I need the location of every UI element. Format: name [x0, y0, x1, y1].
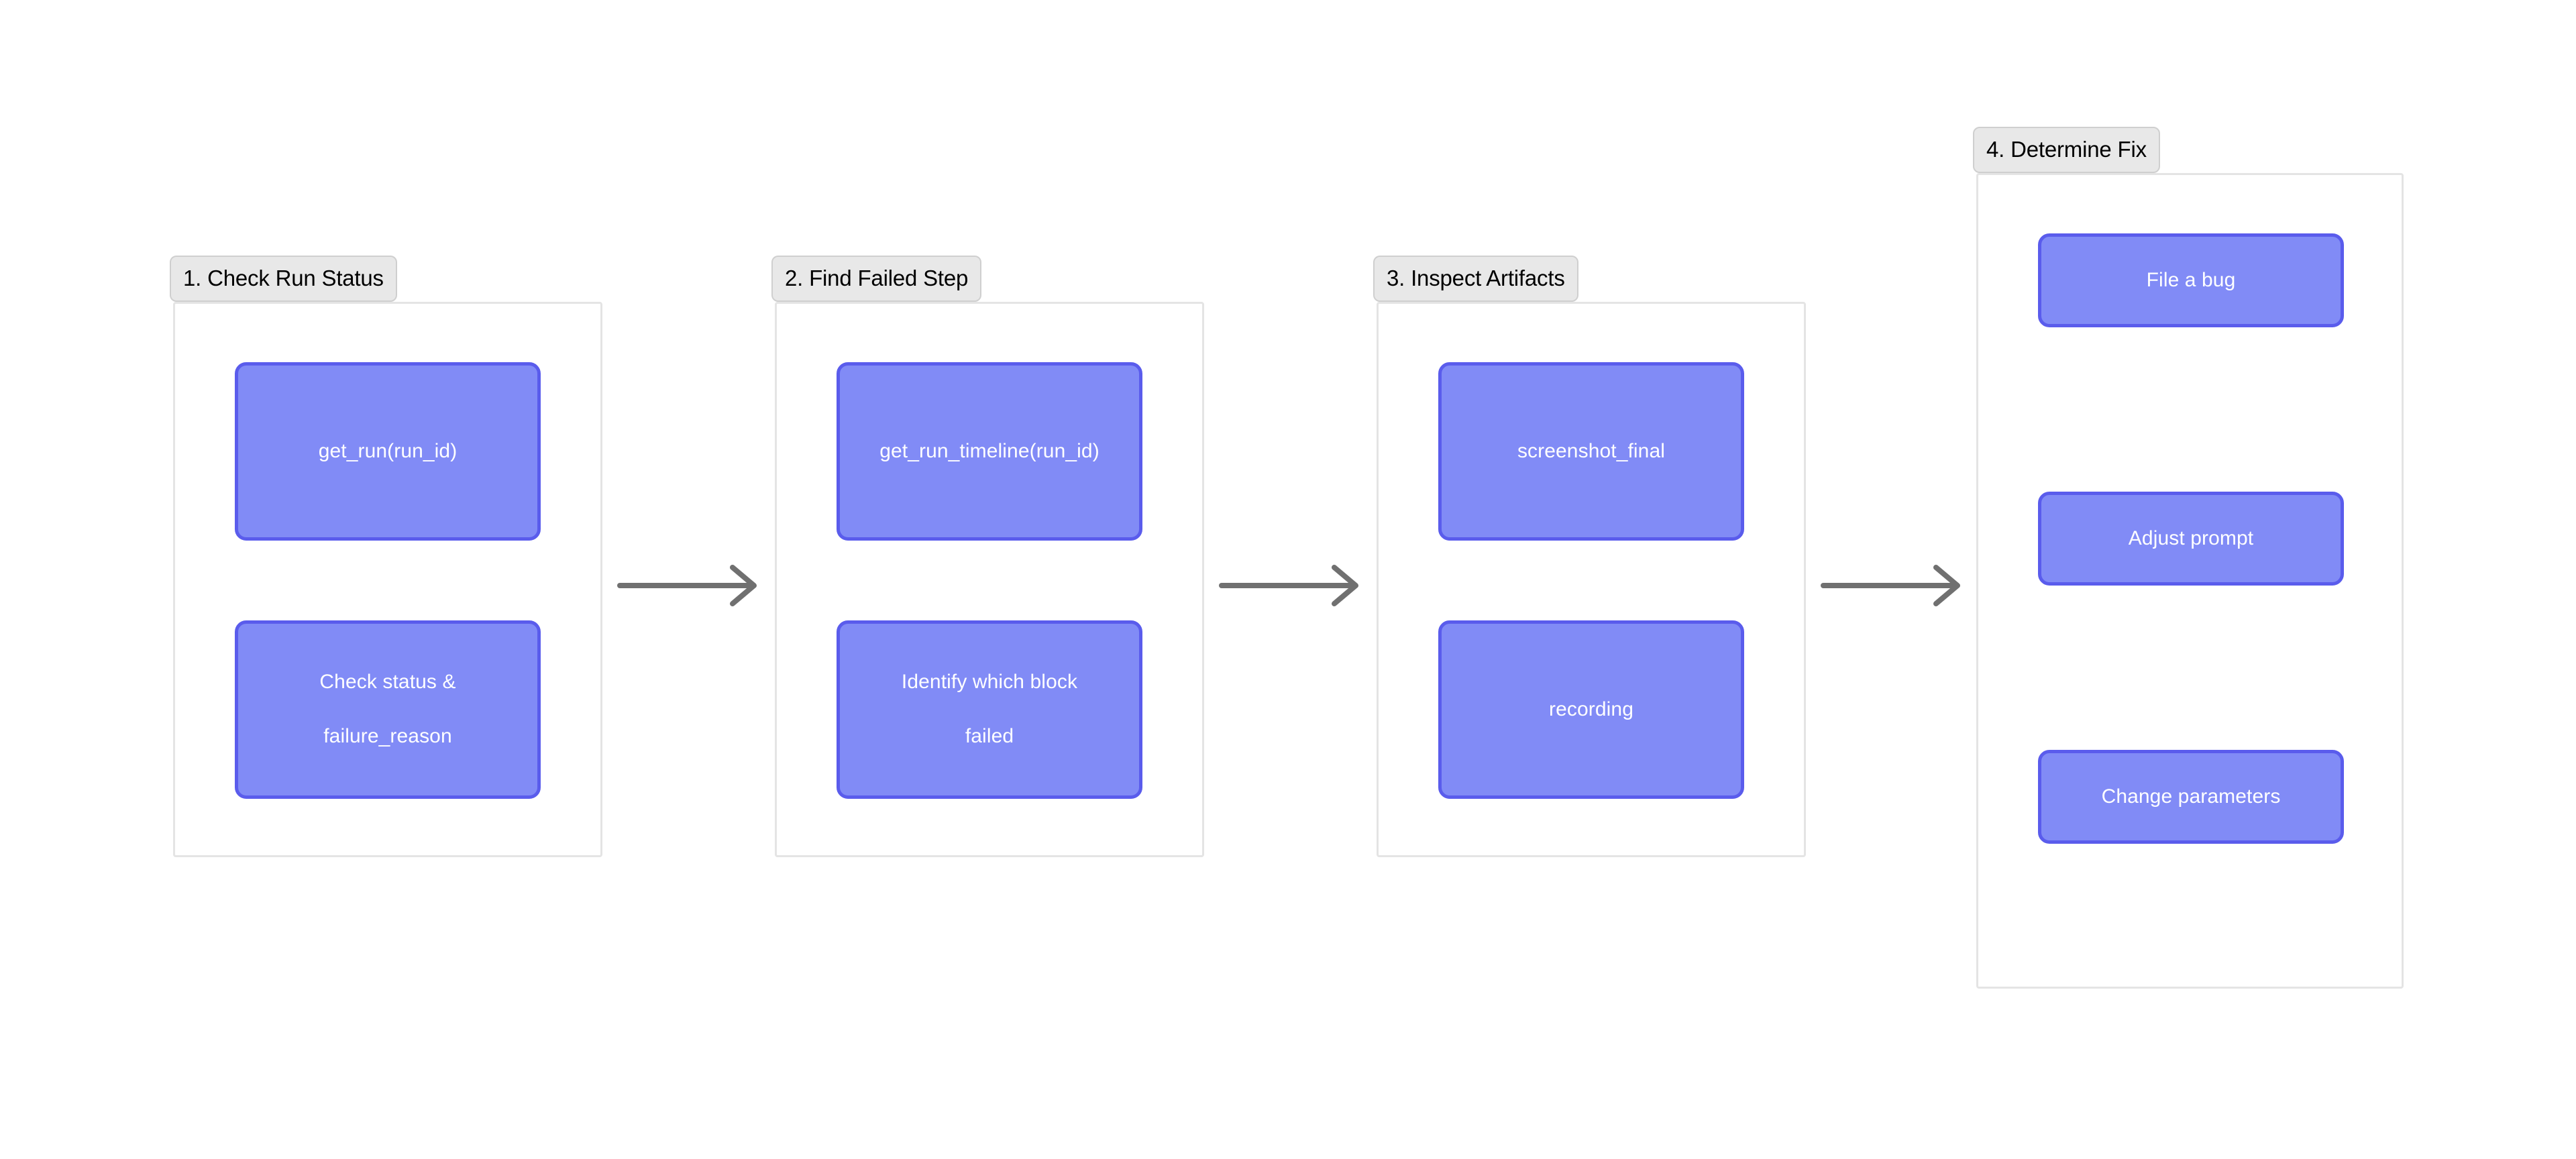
node-screenshot-final[interactable]: screenshot_final — [1438, 362, 1744, 541]
node-change-parameters[interactable]: Change parameters — [2038, 750, 2344, 844]
node-identify-which-block-failed[interactable]: Identify which block failed — [837, 620, 1142, 799]
connector-arrow-2 — [1219, 565, 1358, 606]
node-label: screenshot_final — [1517, 439, 1666, 462]
node-get-run-timeline[interactable]: get_run_timeline(run_id) — [837, 362, 1142, 541]
node-recording[interactable]: recording — [1438, 620, 1744, 799]
node-label-line-1: Check status & — [319, 670, 456, 693]
node-label: Identify which block failed — [902, 669, 1077, 751]
cluster-label-check-run-status: 1. Check Run Status — [170, 256, 397, 302]
connector-arrow-3 — [1821, 565, 1960, 606]
node-file-a-bug[interactable]: File a bug — [2038, 233, 2344, 327]
node-adjust-prompt[interactable]: Adjust prompt — [2038, 492, 2344, 586]
node-get-run[interactable]: get_run(run_id) — [235, 362, 541, 541]
cluster-label-inspect-artifacts: 3. Inspect Artifacts — [1373, 256, 1578, 302]
node-label: Check status & failure_reason — [319, 669, 455, 751]
node-label-line-2: failure_reason — [323, 725, 452, 748]
node-check-status-failure-reason[interactable]: Check status & failure_reason — [235, 620, 541, 799]
node-label: get_run_timeline(run_id) — [879, 439, 1099, 462]
node-label-line-2: failed — [965, 725, 1014, 748]
node-label-line-1: Identify which block — [901, 670, 1078, 693]
cluster-label-determine-fix: 4. Determine Fix — [1973, 127, 2160, 173]
node-label: Change parameters — [2101, 785, 2281, 808]
node-label: File a bug — [2146, 268, 2236, 291]
connector-arrow-1 — [617, 565, 757, 606]
node-label: Adjust prompt — [2128, 527, 2254, 549]
cluster-label-find-failed-step: 2. Find Failed Step — [771, 256, 982, 302]
node-label: get_run(run_id) — [318, 439, 458, 462]
node-label: recording — [1549, 698, 1633, 720]
